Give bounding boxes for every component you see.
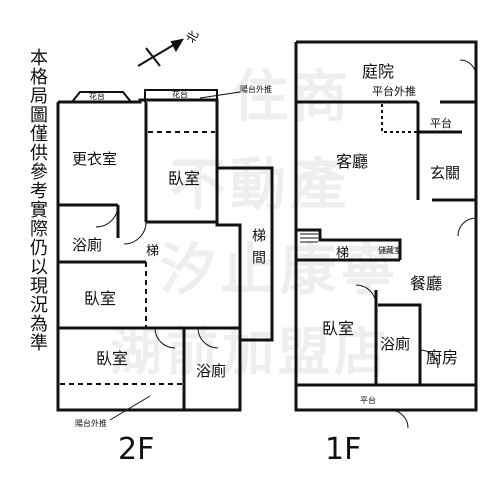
1f-living-room-label: 客廳 — [336, 152, 369, 171]
2f-bedroom-top-label: 臥室 — [168, 169, 201, 188]
floor-label-1f: 1F — [325, 432, 362, 467]
2f-bath-right-label: 浴廁 — [196, 362, 227, 380]
1f-bedroom-label: 臥室 — [322, 319, 355, 338]
2f-balcony-top-label: 陽台外推 — [240, 85, 272, 94]
1f-door-front — [389, 409, 409, 429]
1f-terrace-bottom-label: 平台 — [360, 396, 376, 405]
2f-bath-left-label: 浴廁 — [72, 236, 103, 254]
2f-balcony-bottom-label: 陽台外推 — [75, 419, 107, 428]
2f-flower-right-label: 花台 — [172, 90, 188, 99]
floor-label-2f: 2F — [118, 432, 155, 467]
1f-door-bedroom — [355, 284, 377, 306]
2f-flower-left-label: 花台 — [89, 92, 105, 101]
2f-flower-left — [71, 91, 132, 103]
2f-outer-wall — [56, 98, 242, 412]
2f-stairwell-wall — [217, 166, 274, 342]
north-arrow — [137, 38, 185, 67]
1f-storage-label: 儲藏室 — [378, 246, 402, 255]
1f-door-entrance — [457, 217, 477, 237]
watermark-line-1: 住商 — [232, 64, 352, 130]
2f-door-2 — [123, 221, 147, 245]
2f-balcony-leader-bottom — [109, 395, 151, 421]
1f-terrace-dashed — [381, 104, 418, 133]
disclaimer-note: 本格局圖僅供參考實際仍以現況為準 — [27, 48, 48, 352]
2f-bedroom-bottom-label: 臥室 — [96, 349, 129, 368]
1f-door-bath — [419, 349, 439, 369]
2f-door-1 — [95, 204, 119, 228]
1f-terrace-top-label: 平台 — [430, 117, 452, 130]
watermark-line-3: 汐止康寧 — [160, 237, 400, 303]
watermark-line-4: 湖前加盟店 — [110, 322, 391, 383]
2f-balcony-leader-top — [199, 91, 241, 99]
1f-courtyard-label: 庭院 — [362, 62, 395, 81]
1f-dining-room-label: 餐廳 — [410, 274, 443, 293]
2f-bedroom-mid-label: 臥室 — [84, 289, 117, 308]
2f-stair-label: 梯 — [146, 244, 160, 259]
2f-door-4 — [197, 327, 219, 349]
1f-kitchen-label: 廚房 — [426, 348, 459, 367]
2f-door-3 — [154, 327, 176, 349]
1f-stair-label: 梯 — [336, 246, 350, 261]
1f-terrace-ext-label: 平台外推 — [372, 85, 416, 98]
1f-outer-wall — [294, 40, 478, 412]
watermark-line-2: 不動產 — [170, 152, 350, 218]
1f-stair-wall — [296, 228, 402, 260]
1f-bath-label: 浴廁 — [380, 335, 411, 353]
1f-bath-wall — [378, 303, 422, 385]
1f-door-court — [459, 59, 477, 77]
2f-dressing-room-label: 更衣室 — [72, 150, 118, 168]
1f-entrance-label: 玄關 — [430, 164, 461, 182]
2f-stairwell-label: 梯間 — [250, 228, 266, 272]
